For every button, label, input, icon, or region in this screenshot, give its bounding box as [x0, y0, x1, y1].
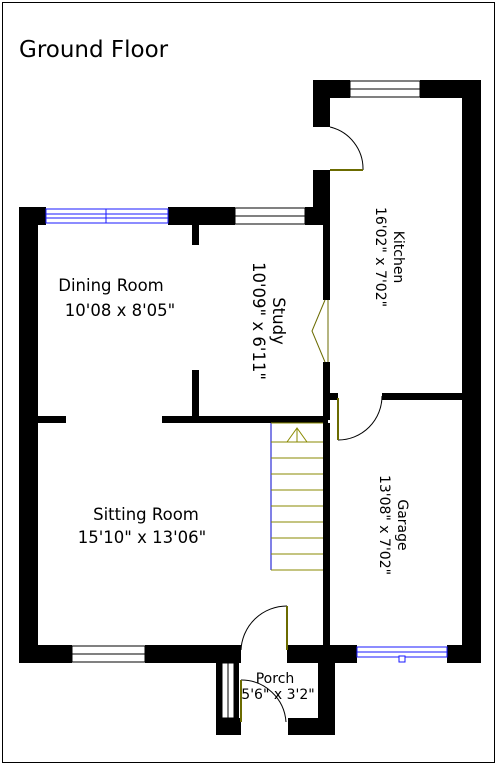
room-size-porch: 5'6" x 3'2": [241, 687, 314, 703]
wall-spine-upper: [323, 225, 330, 300]
wall-bottom-left: [19, 645, 72, 663]
wall-kitchen-garage: [382, 393, 464, 400]
window-dining: [45, 208, 169, 224]
window-porch: [221, 662, 235, 719]
wall-kitchen-top-right: [420, 80, 466, 98]
garage-door: [356, 646, 448, 663]
wall-study-left-lower: [192, 370, 199, 420]
wall-kitchen-garage-stub: [330, 393, 338, 400]
room-name-kitchen: Kitchen: [390, 231, 406, 284]
wall-porch-bottom-right: [288, 718, 335, 735]
door-front-swing: [240, 605, 288, 651]
room-name-dining: Dining Room: [58, 276, 164, 295]
stair-treads: [271, 422, 323, 571]
window-study: [234, 207, 306, 225]
room-size-dining: 10'08 x 8'05": [65, 301, 175, 320]
window-kitchen: [349, 80, 421, 98]
room-name-study: Study: [269, 297, 288, 345]
wall-bottom-mid: [145, 645, 241, 663]
door-kitchen-swing: [329, 126, 364, 171]
wall-porch-right: [318, 663, 335, 735]
wall-dining-sitting-left: [38, 416, 66, 423]
wall-left: [19, 207, 38, 663]
wall-kitchen-top-left: [313, 80, 350, 98]
room-name-sitting: Sitting Room: [93, 505, 199, 524]
room-size-study: 10'09" x 6'11": [249, 262, 268, 380]
wall-kitchen-left-lower: [313, 170, 330, 225]
door-porch-swing: [240, 679, 287, 723]
room-name-porch: Porch: [256, 671, 295, 687]
wall-spine-lower: [323, 423, 330, 645]
stairs: [270, 422, 323, 571]
room-size-kitchen: 16'02" x 7'02": [372, 207, 388, 307]
walls: [19, 80, 481, 735]
room-size-sitting: 15'10" x 13'06": [78, 528, 207, 547]
stairs-arrow: [286, 427, 308, 443]
room-size-garage: 13'08" x 7'02": [376, 475, 392, 575]
doors: [240, 126, 383, 723]
wall-bottom-right: [447, 645, 481, 663]
wall-dining-sitting-right: [162, 416, 328, 423]
wall-spine-mid: [323, 362, 330, 420]
wall-study-left-upper: [192, 225, 199, 245]
wall-right: [462, 80, 481, 663]
wall-bottom-porch-right: [287, 645, 357, 663]
plan-title: Ground Floor: [19, 37, 169, 63]
window-sitting: [71, 645, 146, 663]
door-garage-swing: [337, 395, 383, 441]
wall-top-dining-right: [168, 207, 235, 225]
wall-top-dining-left: [19, 207, 46, 225]
door-study-bifold: [311, 299, 326, 363]
wall-porch-bottom-left: [216, 718, 241, 735]
room-name-garage: Garage: [394, 499, 410, 550]
room-labels: Dining Room 10'08 x 8'05" Study 10'09" x…: [58, 207, 410, 703]
windows: [45, 80, 448, 719]
